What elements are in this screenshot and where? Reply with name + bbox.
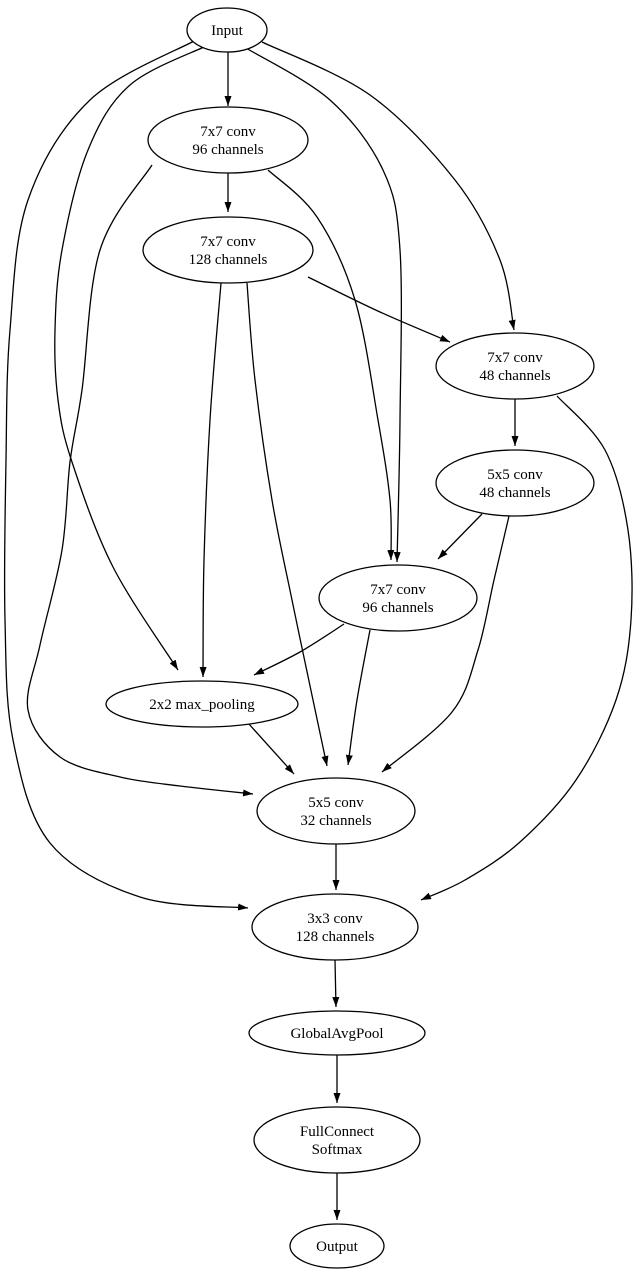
node-conv7x7_128-label-line1: 7x7 conv xyxy=(200,234,256,250)
node-output-ellipse xyxy=(289,1223,385,1269)
edges-layer xyxy=(3,39,633,1220)
edge-input-to-maxpool2x2 xyxy=(54,45,207,671)
edge-maxpool2x2-to-conv5x5_32 xyxy=(247,722,295,775)
node-output-label-line1: Output xyxy=(316,1239,359,1255)
node-input-label-line1: Input xyxy=(211,23,243,39)
node-conv7x7_96b-label-line2: 96 channels xyxy=(362,600,433,616)
edge-conv7x7_128-to-maxpool2x2 xyxy=(199,282,222,678)
node-conv7x7_96a: 7x7 conv 96 channels xyxy=(147,106,309,174)
edge-conv7x7_128-to-conv5x5_32 xyxy=(246,282,329,767)
node-conv5x5_48: 5x5 conv 48 channels xyxy=(435,449,595,517)
node-input: Input xyxy=(186,7,268,53)
node-conv7x7_48-label-line1: 7x7 conv xyxy=(487,350,543,366)
node-gap-label-line1: GlobalAvgPool xyxy=(290,1026,383,1042)
node-conv5x5_32: 5x5 conv 32 channels xyxy=(256,777,416,845)
node-maxpool2x2-label-line1: 2x2 max_pooling xyxy=(149,697,255,713)
node-fc-label-line1: FullConnect xyxy=(300,1124,375,1140)
edge-conv7x7_48-to-conv3x3_128 xyxy=(420,395,633,901)
node-conv3x3_128-label-line2: 128 channels xyxy=(296,929,375,945)
node-conv7x7_128: 7x7 conv 128 channels xyxy=(142,216,314,284)
edge-conv7x7_96b-to-maxpool2x2 xyxy=(253,623,345,676)
nodes-layer: Input 7x7 conv 96 channels 7x7 conv 128 chan… xyxy=(105,7,595,1269)
node-conv5x5_48-label-line2: 48 channels xyxy=(479,485,550,501)
node-conv5x5_32-label-line2: 32 channels xyxy=(300,813,371,829)
edge-conv5x5_48-to-conv7x7_96b xyxy=(437,513,483,560)
node-maxpool2x2: 2x2 max_pooling xyxy=(105,680,299,728)
node-fc-label-line2: Softmax xyxy=(312,1142,363,1158)
edge-input-to-conv7x7_96b xyxy=(245,47,403,563)
node-conv7x7_96b-ellipse xyxy=(318,564,478,632)
node-conv7x7_96b: 7x7 conv 96 channels xyxy=(318,564,478,632)
node-conv3x3_128: 3x3 conv 128 channels xyxy=(251,893,419,961)
edge-conv7x7_96a-to-conv7x7_96b xyxy=(267,169,395,561)
node-conv7x7_48: 7x7 conv 48 channels xyxy=(435,332,595,400)
node-conv5x5_48-label-line1: 5x5 conv xyxy=(487,467,543,483)
edge-conv7x7_128-to-conv7x7_48 xyxy=(307,276,451,343)
node-input-ellipse xyxy=(186,7,268,53)
node-conv7x7_128-label-line2: 128 channels xyxy=(189,252,268,268)
node-gap: GlobalAvgPool xyxy=(248,1010,426,1056)
node-conv7x7_48-ellipse xyxy=(435,332,595,400)
edge-conv7x7_96b-to-conv5x5_32 xyxy=(345,629,371,766)
node-conv7x7_96b-label-line1: 7x7 conv xyxy=(370,582,426,598)
edge-conv5x5_48-to-conv5x5_32 xyxy=(381,515,510,773)
edge-conv3x3_128-to-gap xyxy=(332,959,340,1008)
node-conv3x3_128-ellipse xyxy=(251,893,419,961)
node-conv7x7_96a-label-line1: 7x7 conv xyxy=(200,124,256,140)
node-gap-ellipse xyxy=(248,1010,426,1056)
node-conv7x7_96a-label-line2: 96 channels xyxy=(192,142,263,158)
node-maxpool2x2-ellipse xyxy=(105,680,299,728)
edge-input-to-conv7x7_48 xyxy=(261,41,516,331)
node-conv7x7_128-ellipse xyxy=(142,216,314,284)
node-conv5x5_48-ellipse xyxy=(435,449,595,517)
edge-input-to-conv3x3_128 xyxy=(3,39,249,911)
node-conv5x5_32-label-line1: 5x5 conv xyxy=(308,795,364,811)
node-conv7x7_96a-ellipse xyxy=(147,106,309,174)
node-output: Output xyxy=(289,1223,385,1269)
node-fc-ellipse xyxy=(253,1106,421,1174)
node-conv7x7_48-label-line2: 48 channels xyxy=(479,368,550,384)
node-conv5x5_32-ellipse xyxy=(256,777,416,845)
node-conv3x3_128-label-line1: 3x3 conv xyxy=(307,911,363,927)
edge-conv7x7_96a-to-conv5x5_32 xyxy=(26,164,254,797)
